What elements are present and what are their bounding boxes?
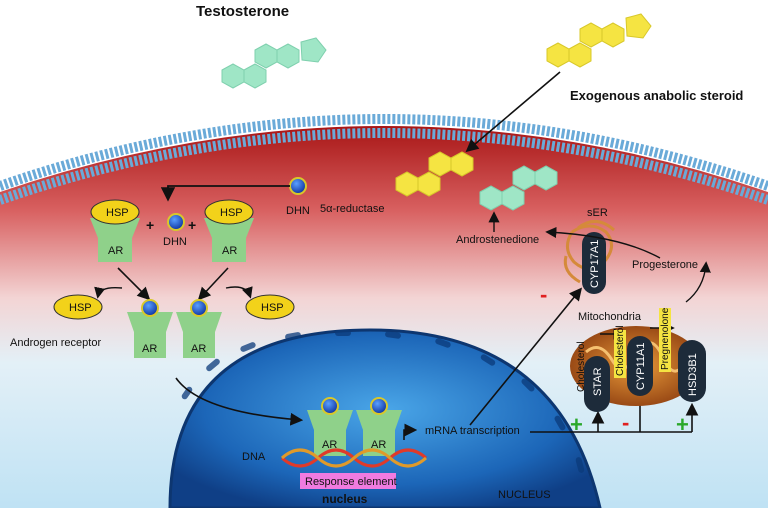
androstenedione-molecule bbox=[479, 165, 558, 211]
cyp17a1-pill bbox=[582, 232, 606, 294]
dna-ar-right-label: AR bbox=[371, 439, 386, 451]
exogenous-steroid-molecule bbox=[546, 13, 652, 68]
mrna-label: mRNA transcription bbox=[425, 425, 520, 437]
pregnenolone-label: Pregnenolone bbox=[660, 307, 671, 370]
mitochondria-label: Mitochondria bbox=[578, 311, 642, 323]
hsp-left-label: HSP bbox=[106, 207, 129, 219]
star-pill bbox=[584, 356, 610, 412]
dimer-ar-left-label: AR bbox=[142, 343, 157, 355]
plus-hsd3b1: + bbox=[676, 412, 689, 437]
dna-ar-left-label: AR bbox=[322, 439, 337, 451]
nucleus-caps-label: NUCLEUS bbox=[498, 489, 551, 501]
receptor-ar-left bbox=[90, 218, 140, 262]
membrane-steroid-molecule bbox=[395, 151, 474, 197]
arrow-dhn-to-receptors bbox=[160, 185, 290, 202]
5a-reductase-label: 5α-reductase bbox=[320, 203, 384, 215]
plus-star: + bbox=[570, 412, 583, 437]
hsp-released-left bbox=[53, 294, 103, 320]
response-element-box bbox=[300, 473, 396, 489]
pregnenolone-highlight bbox=[659, 308, 671, 372]
androstenedione-label: Androstenedione bbox=[456, 234, 539, 246]
cell-membrane bbox=[0, 114, 768, 191]
ar-dimer-dna bbox=[307, 397, 402, 456]
cholesterol-outside-label: Cholesterol bbox=[576, 341, 587, 392]
minus-cyp17a1: - bbox=[540, 282, 547, 307]
ar-left-label: AR bbox=[108, 245, 123, 257]
exogenous-label: Exogenous anabolic steroid bbox=[570, 88, 743, 103]
receptor-ar-right bbox=[204, 218, 254, 262]
androgen-receptor-label: Androgen receptor bbox=[10, 337, 101, 349]
cholesterol-highlight bbox=[614, 330, 626, 378]
hsp-left bbox=[90, 199, 140, 225]
hsp-released-left-label: HSP bbox=[69, 302, 92, 314]
dhn-ligand-center bbox=[167, 213, 185, 231]
hsp-released-right bbox=[245, 294, 295, 320]
dhn-label-top: DHN bbox=[286, 205, 310, 217]
plus-1: + bbox=[146, 217, 154, 233]
minus-cyp11a1: - bbox=[622, 410, 629, 435]
dhn-label-center: DHN bbox=[163, 236, 187, 248]
nucleus-label: nucleus bbox=[322, 492, 368, 506]
hsp-right-label: HSP bbox=[220, 207, 243, 219]
title: Testosterone bbox=[196, 3, 289, 20]
cyp11a1-pill bbox=[627, 336, 653, 396]
cyp11a1-label: CYP11A1 bbox=[635, 343, 647, 391]
hsp-released-right-label: HSP bbox=[261, 302, 284, 314]
dna-label: DNA bbox=[242, 451, 266, 463]
ar-dimer bbox=[127, 299, 222, 358]
cholesterol-inside-label: Cholesterol bbox=[615, 325, 626, 376]
dimer-ar-right-label: AR bbox=[191, 343, 206, 355]
star-label: STAR bbox=[592, 367, 604, 396]
dhn-ligand-top bbox=[289, 177, 307, 195]
ser-label: sER bbox=[587, 207, 608, 219]
hsp-right bbox=[204, 199, 254, 225]
plus-2: + bbox=[188, 217, 196, 233]
dna-helix bbox=[281, 448, 427, 468]
progesterone-label: Progesterone bbox=[632, 259, 698, 271]
ar-right-label: AR bbox=[222, 245, 237, 257]
hsd3b1-label: HSD3B1 bbox=[687, 353, 699, 396]
testosterone-molecule bbox=[221, 37, 327, 89]
arrow-into-nucleus bbox=[175, 377, 304, 426]
response-element-label: Response element bbox=[305, 476, 397, 488]
hsd3b1-pill bbox=[678, 340, 706, 402]
arrow-exo-in bbox=[465, 71, 561, 153]
cyp17a1-label: CYP17A1 bbox=[589, 240, 601, 288]
